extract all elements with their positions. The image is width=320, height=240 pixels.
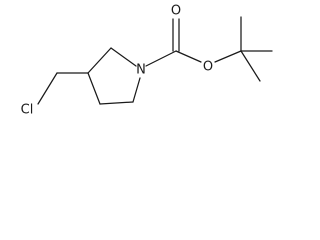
chemical-structure-diagram: O O N Cl (21, 4, 273, 118)
bond-quaternary-c-methyl-bottom (240, 50, 261, 82)
boc-group (145, 16, 273, 82)
ester-oxygen-label: O (203, 60, 213, 75)
bond-c5-n (132, 77, 141, 103)
chlorine-label: Cl (21, 103, 34, 118)
bond-n-c2 (110, 47, 137, 67)
bond-c2-c3 (87, 47, 112, 74)
bond-carbonyl-ester-o (175, 50, 202, 63)
bond-c3-c4 (87, 72, 101, 105)
bond-n-carbonyl (145, 50, 177, 67)
pyrrolidine-ring (87, 47, 141, 105)
chloromethyl-group (37, 72, 89, 105)
bond-c4-c5 (99, 101, 134, 105)
bond-ester-o-quaternary-c (214, 50, 242, 63)
atom-labels: O O N Cl (21, 4, 213, 118)
nitrogen-label: N (136, 63, 146, 78)
carbonyl-oxygen-label: O (171, 4, 181, 19)
bond-ch2-cl (37, 72, 58, 105)
